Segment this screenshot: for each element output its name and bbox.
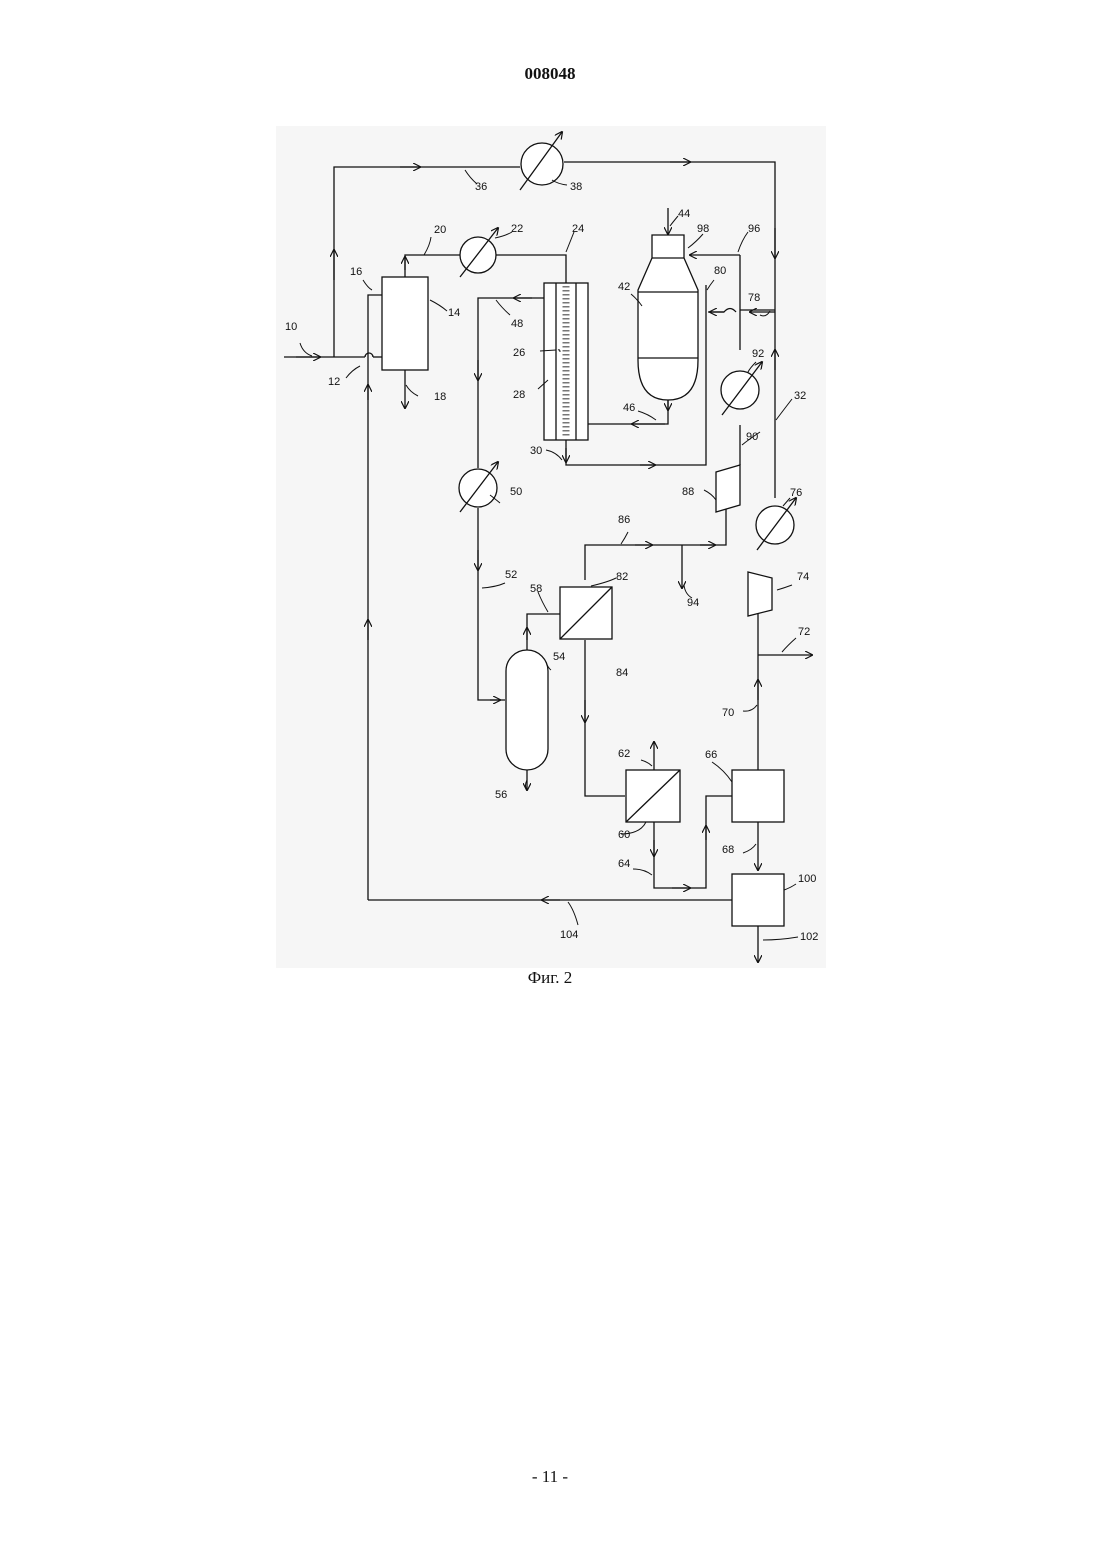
- label-56: 56: [495, 789, 507, 801]
- heat-exchanger-22: [460, 228, 498, 277]
- label-70: 70: [722, 707, 734, 719]
- label-18: 18: [434, 391, 446, 403]
- label-86: 86: [618, 514, 630, 526]
- regenerator-vessel-42: [638, 235, 698, 400]
- label-36: 36: [475, 181, 487, 193]
- heat-exchanger-50: [459, 462, 498, 512]
- label-92: 92: [752, 348, 764, 360]
- heat-exchanger-38: [520, 132, 563, 190]
- label-28: 28: [513, 389, 525, 401]
- label-20: 20: [434, 224, 446, 236]
- reactor-column-28: [544, 283, 588, 440]
- label-26: 26: [513, 347, 525, 359]
- unit-100: [732, 874, 784, 926]
- label-68: 68: [722, 844, 734, 856]
- label-84: 84: [616, 667, 628, 679]
- label-62: 62: [618, 748, 630, 760]
- flash-drum-54: [506, 650, 548, 770]
- heat-exchanger-92: [721, 362, 762, 415]
- label-44: 44: [678, 208, 690, 220]
- label-38: 38: [570, 181, 582, 193]
- membrane-separator-60: [626, 770, 680, 822]
- membrane-separator-82: [560, 587, 612, 639]
- unit-66: [732, 770, 784, 822]
- page-footer-number: - 11 -: [0, 1467, 1100, 1487]
- label-64: 64: [618, 858, 630, 870]
- label-72: 72: [798, 626, 810, 638]
- label-76: 76: [790, 487, 802, 499]
- stream-lines: [284, 162, 812, 962]
- label-104: 104: [560, 929, 578, 941]
- heat-exchanger-76: [756, 498, 796, 550]
- label-100: 100: [798, 873, 816, 885]
- label-90: 90: [746, 431, 758, 443]
- label-98: 98: [697, 223, 709, 235]
- label-88: 88: [682, 486, 694, 498]
- label-14: 14: [448, 307, 460, 319]
- label-78: 78: [748, 292, 760, 304]
- label-82: 82: [616, 571, 628, 583]
- label-74: 74: [797, 571, 809, 583]
- label-80: 80: [714, 265, 726, 277]
- compressor-88: [716, 465, 740, 512]
- label-30: 30: [530, 445, 542, 457]
- label-16: 16: [350, 266, 362, 278]
- figure-caption: Фиг. 2: [0, 968, 1100, 988]
- label-94: 94: [687, 597, 699, 609]
- label-22: 22: [511, 223, 523, 235]
- label-66: 66: [705, 749, 717, 761]
- label-102: 102: [800, 931, 818, 943]
- label-10: 10: [285, 321, 297, 333]
- label-50: 50: [510, 486, 522, 498]
- compressor-74: [748, 572, 772, 616]
- label-32: 32: [794, 390, 806, 402]
- label-96: 96: [748, 223, 760, 235]
- label-42: 42: [618, 281, 630, 293]
- separator-vessel-14: [382, 277, 428, 370]
- label-54: 54: [553, 651, 565, 663]
- label-12: 12: [328, 376, 340, 388]
- label-60: 60: [618, 829, 630, 841]
- label-52: 52: [505, 569, 517, 581]
- label-46: 46: [623, 402, 635, 414]
- label-24: 24: [572, 223, 584, 235]
- label-48: 48: [511, 318, 523, 330]
- label-58: 58: [530, 583, 542, 595]
